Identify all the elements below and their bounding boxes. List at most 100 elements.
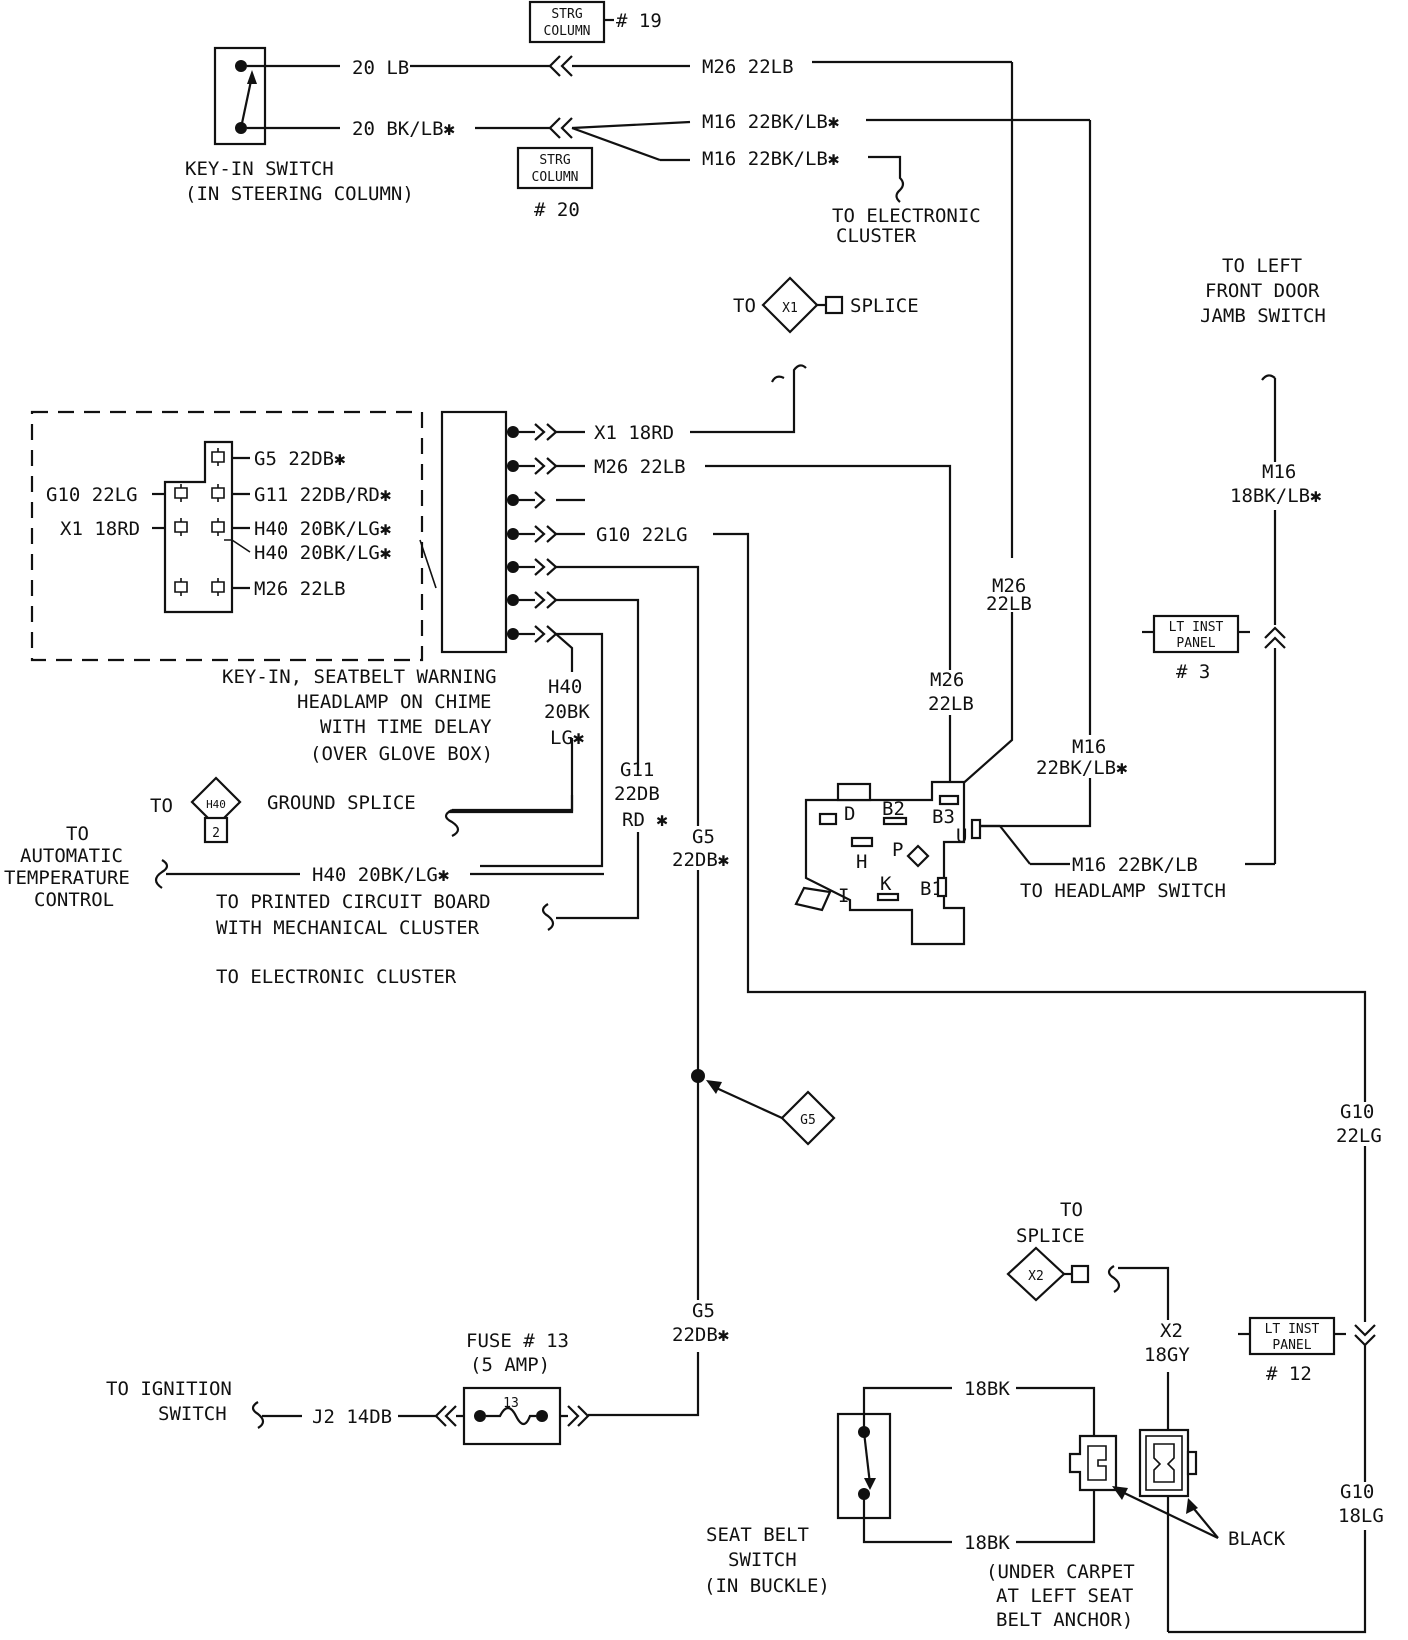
m26-to-switch-wire (949, 612, 1014, 796)
seat-belt-label-3: (IN BUCKLE) (704, 1575, 830, 1597)
module-output-wires: X1 18RD M26 22LB G10 22LG (448, 364, 1376, 1634)
m26-right-label-2: 22LB (986, 593, 1032, 615)
switch-pin-u: U (956, 825, 967, 847)
switch-pin-b3: B3 (932, 806, 955, 828)
connector-name-line1: STRG (551, 7, 582, 22)
fuse-number: 13 (503, 1396, 519, 1411)
pin-h40a-label: H40 20BK/LG✱ (254, 518, 391, 540)
connector-ref: # 19 (616, 10, 662, 32)
pin-g5-label: G5 22DB✱ (254, 448, 346, 470)
connector-name-line1: LT INST (1265, 1322, 1320, 1337)
switch-pin-h: H (856, 851, 867, 873)
g5-low-label-2: 22DB✱ (672, 1324, 729, 1346)
fuse-rating: (5 AMP) (470, 1354, 550, 1376)
x1-splice-tag: X1 (782, 301, 798, 316)
module-label-3: WITH TIME DELAY (320, 716, 492, 738)
m26-mid-label-1: M26 (930, 669, 964, 691)
connector-name-line1: STRG (539, 153, 570, 168)
ignition-wire-label: J2 14DB (312, 1406, 392, 1428)
pin-h40b-label: H40 20BK/LG✱ (254, 542, 391, 564)
atc-line4: CONTROL (34, 889, 114, 911)
h40-ground-splice: TO H40 2 GROUND SPLICE (150, 776, 574, 844)
to-electronic-cluster-top: TO ELECTRONIC (832, 205, 981, 227)
x1-splice: TO X1 SPLICE (733, 276, 919, 334)
pcb-line2: WITH MECHANICAL CLUSTER (216, 917, 480, 939)
strg-column-20-connector: STRG COLUMN # 20 (516, 146, 594, 221)
seat-belt-wire-bottom: 18BK (964, 1532, 1010, 1554)
g5-splice: G5 (691, 1069, 836, 1146)
headlamp-switch: D B2 B3 U H P I K B1 M16 22BK/LB TO HEAD… (794, 780, 1226, 946)
lt-inst-panel-12-connector: LT INST PANEL # 12 (1238, 1316, 1346, 1385)
ignition-switch: TO IGNITION SWITCH J2 14DB (106, 1378, 436, 1429)
g11-label-3: RD ✱ (622, 809, 668, 831)
key-in-switch-location: (IN STEERING COLUMN) (185, 183, 414, 205)
door-label-2: FRONT DOOR (1205, 280, 1320, 302)
seat-belt-connectors: BLACK (UNDER CARPET AT LEFT SEAT BELT AN… (986, 1428, 1286, 1631)
g10-right-label-1: G10 (1340, 1101, 1374, 1123)
m26-mid-label-2: 22LB (928, 693, 974, 715)
atc-wire-label: H40 20BK/LG✱ (312, 864, 449, 886)
x1-splice-to: TO (733, 295, 756, 317)
x2-splice: TO SPLICE X2 X2 18GY (1006, 1199, 1190, 1632)
module-label-1: KEY-IN, SEATBELT WARNING (222, 666, 497, 688)
connector-name-line1: LT INST (1169, 620, 1224, 635)
key-in-wire-top: 20 LB (352, 57, 409, 79)
atc-line3: TEMPERATURE (4, 867, 130, 889)
automatic-temperature-control: TO AUTOMATIC TEMPERATURE CONTROL H40 20B… (4, 823, 604, 911)
g10-wire-label: G10 22LG (596, 524, 688, 546)
m16-sw-label-1: M16 (1072, 736, 1106, 758)
to-electronic-cluster-top-2: CLUSTER (836, 225, 917, 247)
g10-right-label-2: 22LG (1336, 1125, 1382, 1147)
m26-right-label-1: M26 (992, 575, 1026, 597)
lt-inst-panel-3-connector: LT INST PANEL # 3 (1142, 614, 1250, 683)
x1-wire-label: X1 18RD (594, 422, 674, 444)
atc-line2: AUTOMATIC (20, 845, 123, 867)
printed-circuit-board: TO PRINTED CIRCUIT BOARD WITH MECHANICAL… (216, 891, 555, 988)
switch-pin-p: P (892, 839, 903, 861)
ignition-line1: TO IGNITION (106, 1378, 232, 1400)
connector-name-line2: PANEL (1272, 1338, 1311, 1353)
connector-name-line2: COLUMN (544, 24, 591, 39)
seat-belt-wire-top: 18BK (964, 1378, 1010, 1400)
chime-connector-block: G5 22DB✱ G11 22DB/RD✱ H40 20BK/LG✱ H40 2… (30, 410, 437, 662)
g5-to-fuse-wire (588, 1352, 700, 1417)
black-connector-label: BLACK (1228, 1528, 1286, 1550)
fuse-label: FUSE # 13 (466, 1330, 569, 1352)
vertical-wire-labels: H40 20BK LG✱ G11 22DB RD ✱ G5 22DB✱ M26 … (544, 575, 1384, 1527)
m16-sw-label-2: 22BK/LB✱ (1036, 757, 1128, 779)
m26-top-wire-label: M26 22LB (702, 56, 794, 78)
key-in-switch-label: KEY-IN SWITCH (185, 158, 334, 180)
under-carpet-line2: AT LEFT SEAT (996, 1585, 1133, 1607)
chime-module: KEY-IN, SEATBELT WARNING HEADLAMP ON CHI… (222, 410, 558, 765)
m16-top-wire-a-label: M16 22BK/LB✱ (702, 111, 839, 133)
h40-splice-number: 2 (212, 826, 220, 841)
door-label-3: JAMB SWITCH (1200, 305, 1326, 327)
switch-pin-d: D (844, 803, 855, 825)
pin-g11-label: G11 22DB/RD✱ (254, 484, 391, 506)
h40-label-3: LG✱ (550, 727, 584, 749)
x2-splice-tag: X2 (1028, 1269, 1044, 1284)
m16-to-switch-wire (980, 778, 1092, 828)
seat-belt-switch: 18BK 18BK SEAT BELT SWITCH (IN BUCKLE) (704, 1378, 1096, 1597)
x1-splice-label: SPLICE (850, 295, 919, 317)
connector-ref: # 3 (1176, 661, 1210, 683)
g5-splice-tag: G5 (800, 1113, 816, 1128)
pcb-line1: TO PRINTED CIRCUIT BOARD (216, 891, 491, 913)
x2-splice-label: SPLICE (1016, 1225, 1085, 1247)
x2-label-2: 18GY (1144, 1344, 1190, 1366)
g10-low-label-1: G10 (1340, 1481, 1374, 1503)
switch-pin-i: I (838, 885, 849, 907)
fuse-13: FUSE # 13 (5 AMP) 13 (434, 1330, 590, 1446)
pin-m26-label: M26 22LB (254, 578, 346, 600)
headlamp-switch-label: TO HEADLAMP SWITCH (1020, 880, 1226, 902)
under-carpet-line3: BELT ANCHOR) (996, 1609, 1133, 1631)
g5-label-1: G5 (692, 826, 715, 848)
key-in-switch: 20 LB 20 BK/LB✱ KEY-IN SWITCH (IN STEERI… (185, 46, 455, 205)
h40-label-1: H40 (548, 676, 582, 698)
m16-top-wire-b-label: M16 22BK/LB✱ (702, 148, 839, 170)
atc-line1: TO (66, 823, 89, 845)
ground-splice-label: GROUND SPLICE (267, 792, 416, 814)
door-label-1: TO LEFT (1222, 255, 1302, 277)
pin-g10-label: G10 22LG (46, 484, 138, 506)
